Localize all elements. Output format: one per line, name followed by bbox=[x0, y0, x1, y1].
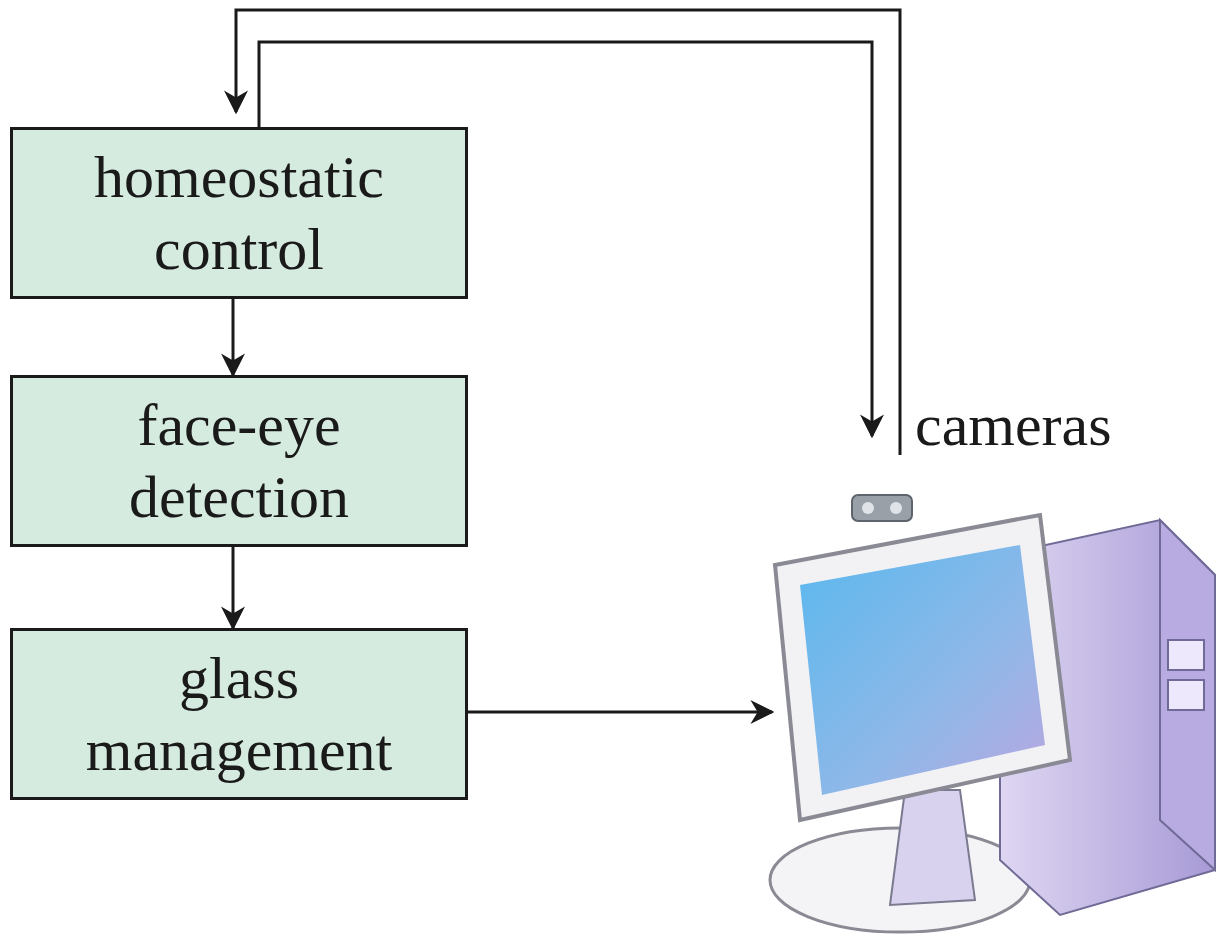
process-box: homeostatic control bbox=[10, 127, 468, 299]
process-box: glass management bbox=[10, 628, 468, 800]
flow-arrow bbox=[232, 547, 235, 628]
computer-illustration bbox=[770, 495, 1215, 932]
process-box: face-eye detection bbox=[10, 375, 468, 547]
flow-arrow bbox=[232, 299, 235, 375]
box-label: glass management bbox=[13, 642, 465, 786]
part-label: cameras bbox=[915, 392, 1112, 458]
box-label: homeostatic control bbox=[13, 141, 465, 285]
box-label: face-eye detection bbox=[13, 389, 465, 533]
